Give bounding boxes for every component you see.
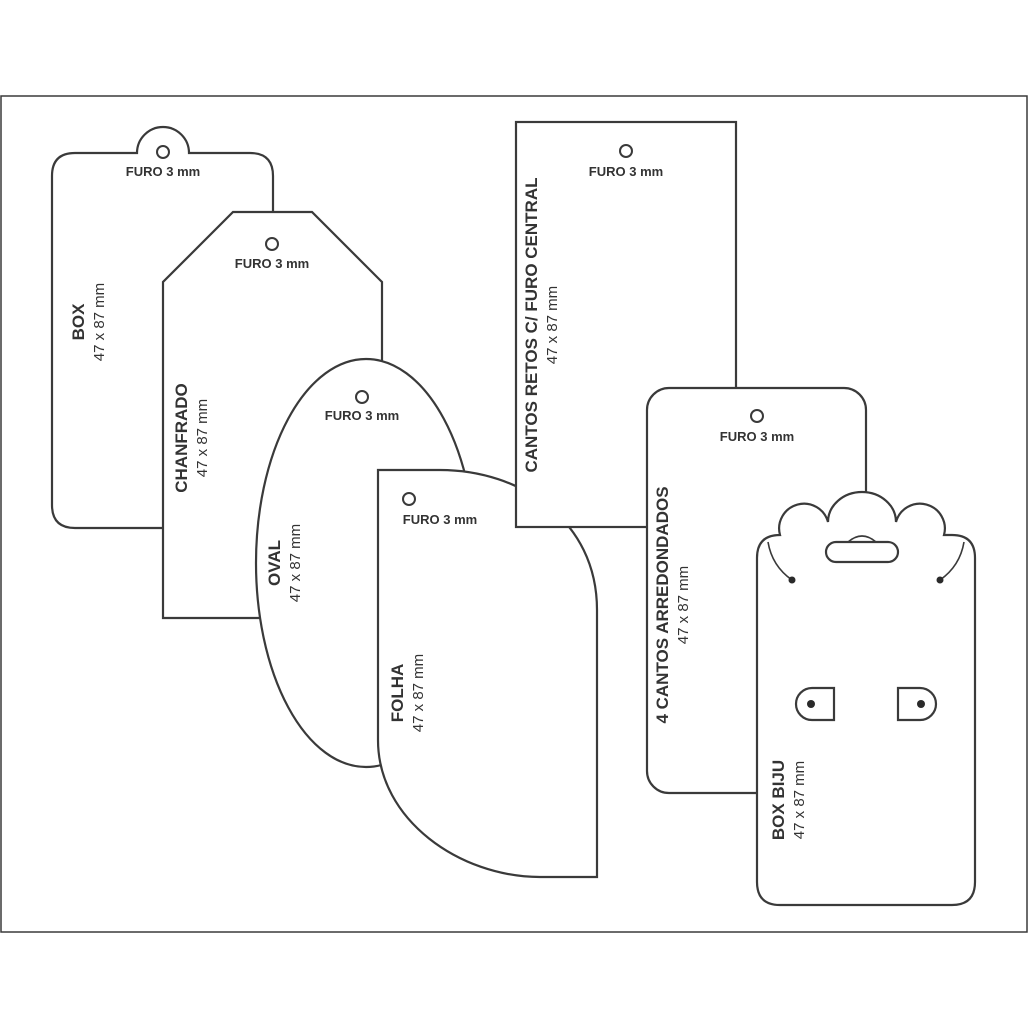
hole-icon — [750, 409, 764, 423]
furo-label: FURO 3 mm — [126, 164, 200, 179]
tag-size: 47 x 87 mm — [544, 286, 561, 364]
hole-icon — [265, 237, 279, 251]
hole-icon — [402, 492, 416, 506]
tag-name: CHANFRADO — [172, 383, 191, 493]
corner-slit-left — [767, 541, 793, 581]
slit-dot-icon — [788, 576, 796, 584]
furo-label: FURO 3 mm — [325, 408, 399, 423]
tag-folha: FURO 3 mm FOLHA 47 x 87 mm — [376, 468, 599, 879]
furo-label: FURO 3 mm — [235, 256, 309, 271]
tag-name: 4 CANTOS ARREDONDADOS — [653, 486, 672, 723]
hole-icon — [355, 390, 369, 404]
tag-name: BOX BIJU — [769, 760, 788, 840]
furo-label: FURO 3 mm — [720, 429, 794, 444]
earring-hole-icon — [917, 700, 925, 708]
hole-icon — [156, 145, 170, 159]
furo-label: FURO 3 mm — [403, 512, 477, 527]
hanger-slot — [824, 540, 900, 564]
hanger-slot-flap — [847, 535, 877, 543]
tag-name: CANTOS RETOS C/ FURO CENTRAL — [522, 178, 541, 473]
tag-size: 47 x 87 mm — [410, 654, 427, 732]
tag-size: 47 x 87 mm — [791, 761, 808, 839]
hole-icon — [619, 144, 633, 158]
furo-label: FURO 3 mm — [589, 164, 663, 179]
tag-size: 47 x 87 mm — [91, 283, 108, 361]
tag-name: BOX — [69, 303, 88, 341]
corner-slit-right — [939, 541, 965, 581]
tag-box-biju: BOX BIJU 47 x 87 mm — [755, 490, 977, 907]
tag-size: 47 x 87 mm — [675, 566, 692, 644]
slit-dot-icon — [936, 576, 944, 584]
tag-size: 47 x 87 mm — [287, 524, 304, 602]
tag-name: FOLHA — [388, 664, 407, 723]
tag-name: OVAL — [265, 540, 284, 586]
tag-size: 47 x 87 mm — [194, 399, 211, 477]
earring-hole-icon — [807, 700, 815, 708]
